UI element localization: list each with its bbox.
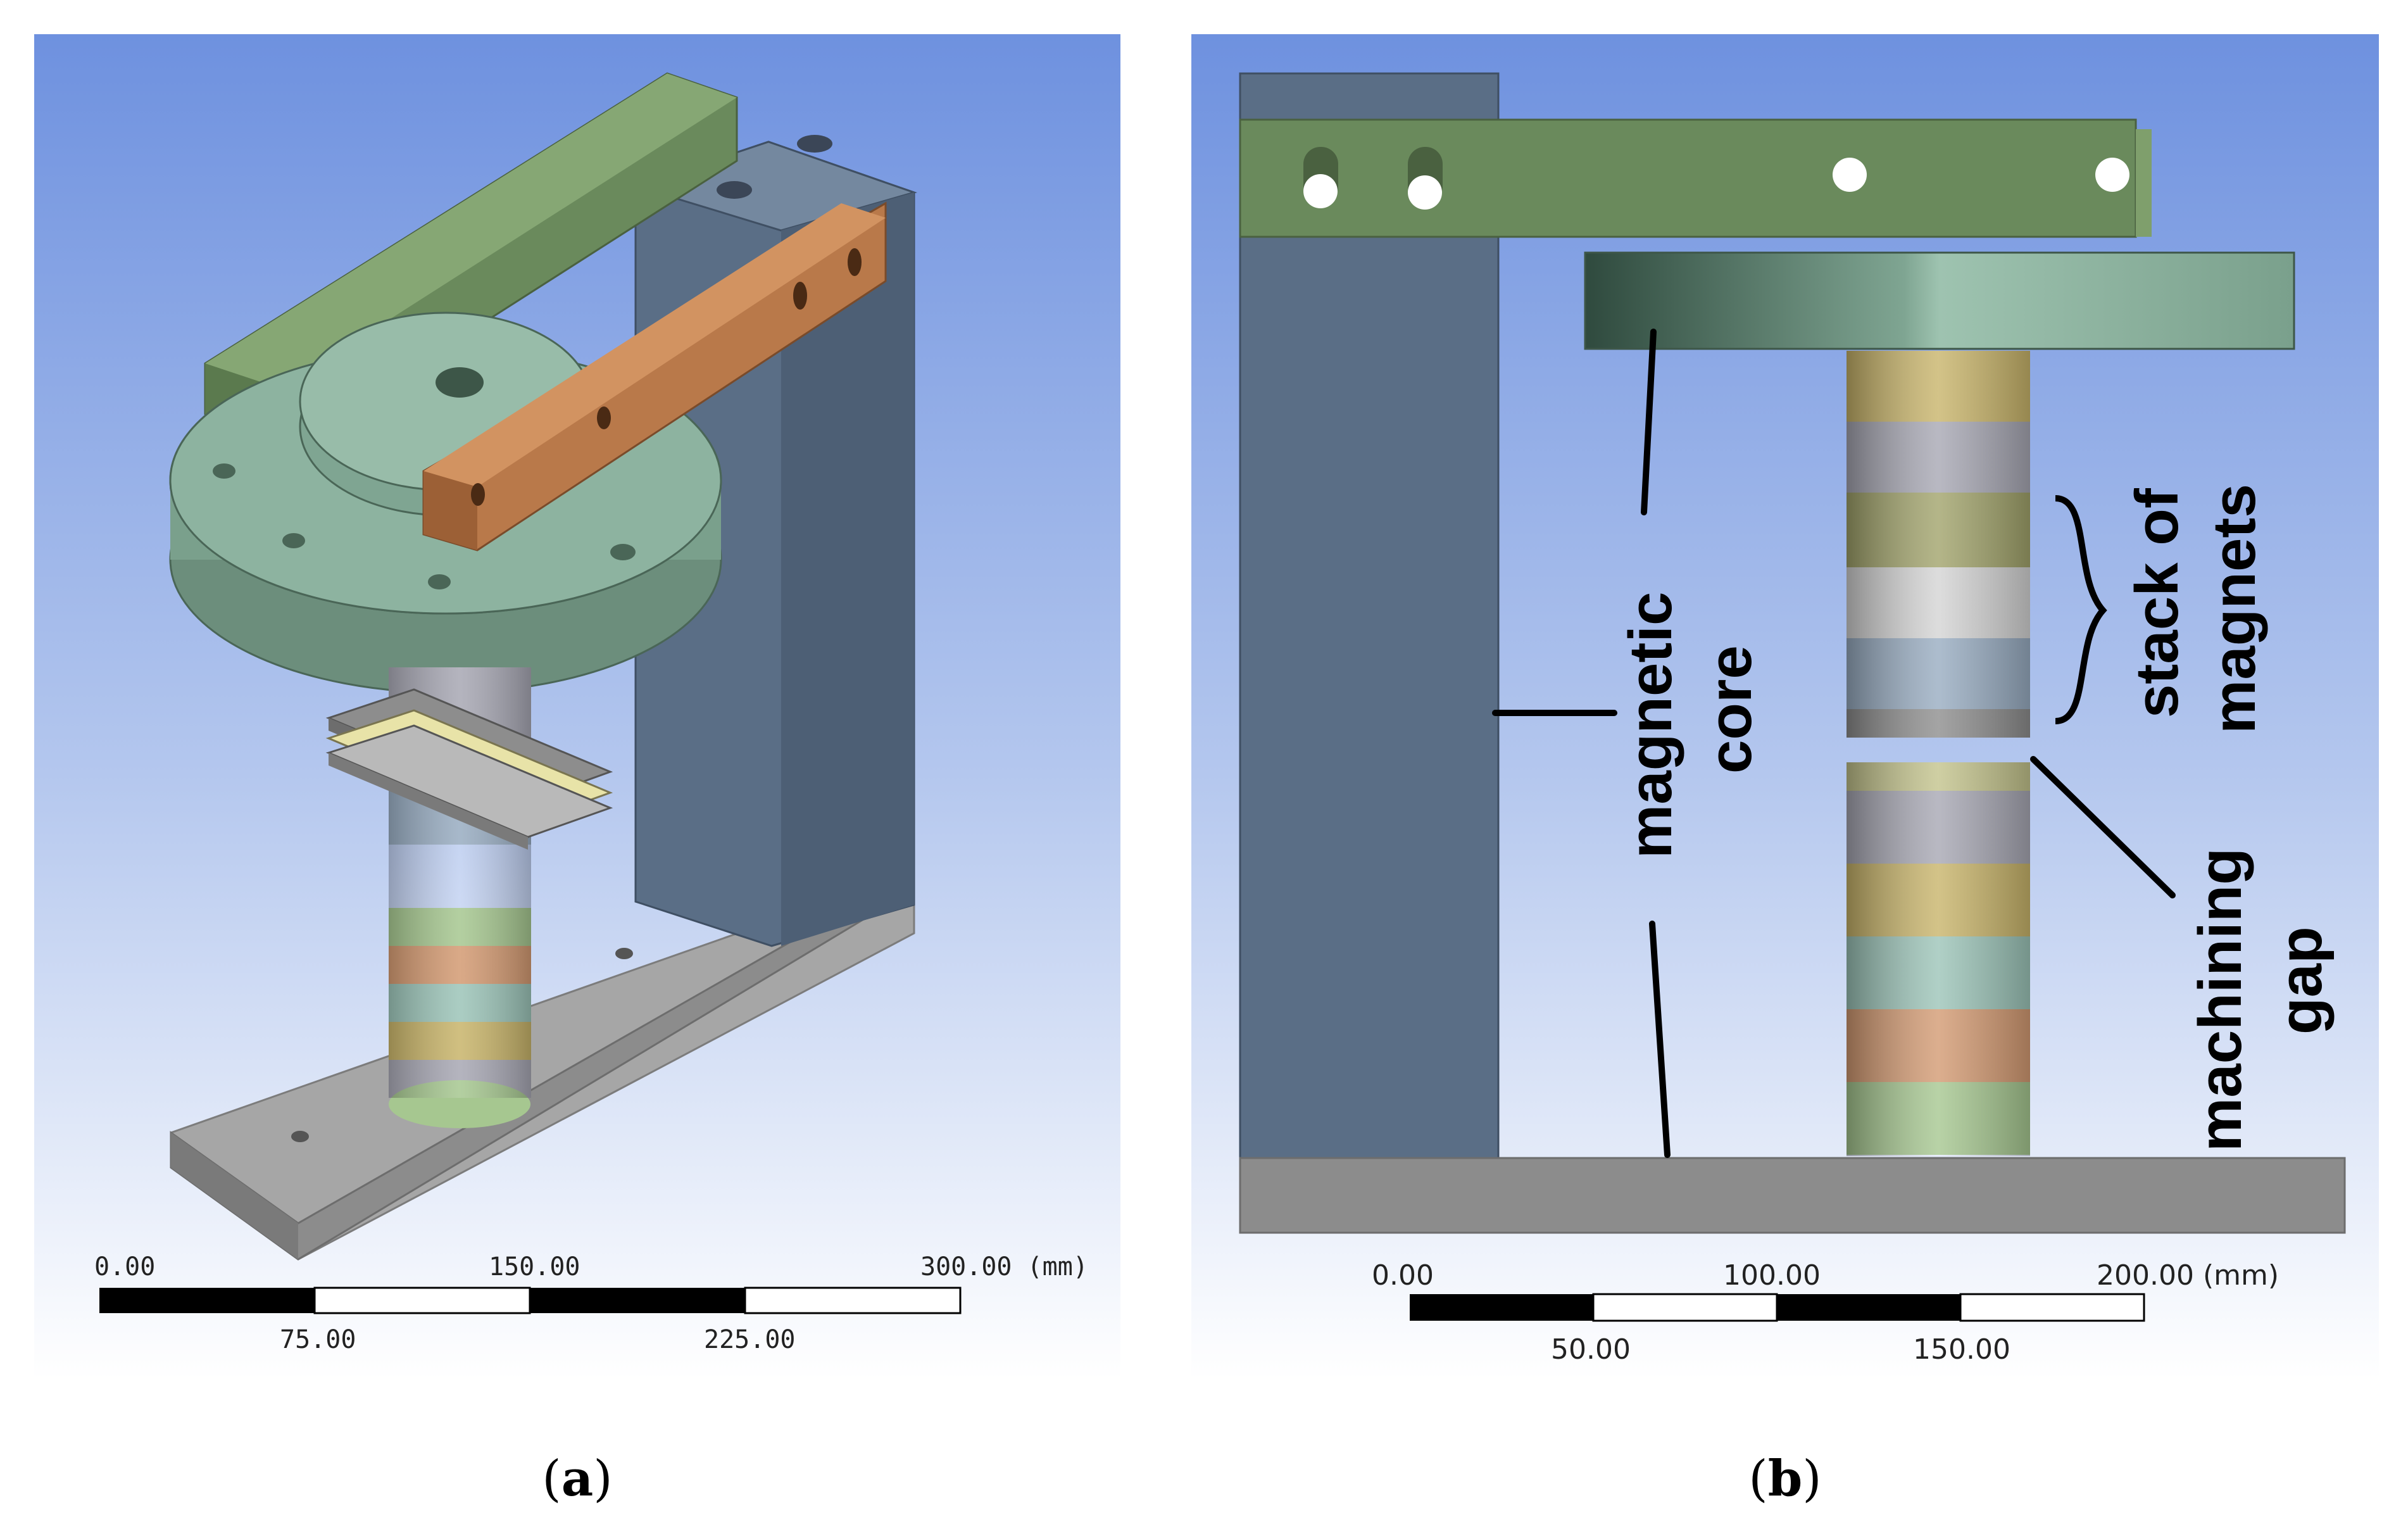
caption-b: (b) <box>1748 1450 1822 1508</box>
stack-brace <box>2055 495 2107 724</box>
label-core: core <box>1696 645 1764 774</box>
label-magnetic-core: magnetic core <box>1617 592 1764 859</box>
scale-bar: 0.00 100.00 200.00 (mm) 50.00 150.00 <box>1372 1259 2279 1366</box>
caption-a-letter: a <box>561 1450 594 1508</box>
base-plate <box>170 869 915 1261</box>
gap-plates <box>325 688 613 850</box>
scale-label-300: 300.00 (mm) <box>920 1252 1088 1281</box>
label-magnets: magnets <box>2200 484 2268 734</box>
core-disk <box>1584 251 2295 350</box>
orange-arm <box>422 201 887 551</box>
label-machining-gap: machining gap <box>2186 848 2335 1152</box>
scale-label-150: 150.00 <box>489 1252 580 1281</box>
label-magnetic: magnetic <box>1617 592 1684 859</box>
label-stack-of: stack of <box>2123 488 2191 718</box>
scale-label-200: 200.00 (mm) <box>2097 1259 2279 1292</box>
front-view-drawing: magnetic core stack of magnets machining… <box>1191 34 2379 1380</box>
scale-label-75: 75.00 <box>280 1325 356 1354</box>
green-arm <box>1239 118 2152 238</box>
scale-label-0: 0.00 <box>1372 1259 1434 1292</box>
scale-label-50: 50.00 <box>1551 1333 1631 1366</box>
scale-label-225: 225.00 <box>704 1325 796 1354</box>
magnet-stack-lower <box>1847 762 2030 1156</box>
label-gap: gap <box>2267 926 2335 1035</box>
label-stack-of-magnets: stack of magnets <box>2123 484 2268 734</box>
scale-bar: 0.00 150.00 300.00 (mm) 75.00 225.00 <box>94 1252 1088 1354</box>
magnet-stack-upper <box>1847 351 2030 738</box>
isometric-drawing: 0.00 150.00 300.00 (mm) 75.00 225.00 <box>34 34 1120 1380</box>
caption-b-letter: b <box>1767 1450 1803 1508</box>
label-machining: machining <box>2186 848 2254 1152</box>
vertical-column <box>1239 72 1500 1199</box>
base-plate <box>1239 1157 2346 1234</box>
scale-label-0: 0.00 <box>94 1252 155 1281</box>
scale-label-100: 100.00 <box>1723 1259 1821 1292</box>
caption-a: (a) <box>542 1450 613 1508</box>
panel-a-isometric-view: 0.00 150.00 300.00 (mm) 75.00 225.00 <box>34 34 1120 1380</box>
scale-label-150: 150.00 <box>1913 1333 2010 1366</box>
panel-b-front-view: magnetic core stack of magnets machining… <box>1191 34 2379 1380</box>
annotation-lines <box>1492 329 2176 1158</box>
